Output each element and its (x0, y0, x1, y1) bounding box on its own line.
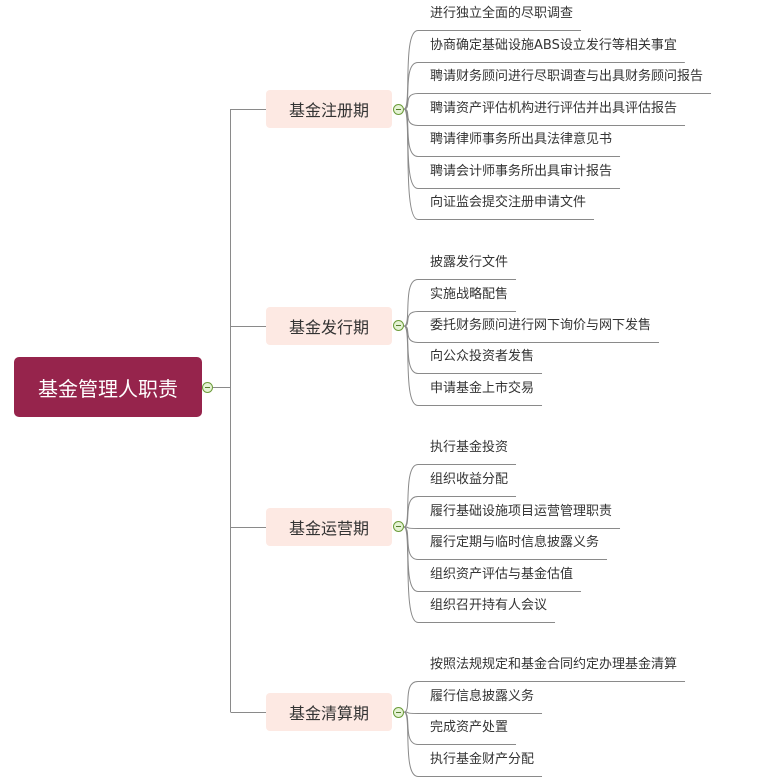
leaf-item[interactable]: 组织资产评估与基金估值 (430, 567, 574, 582)
leaf-connector (403, 325, 419, 374)
leaf-item[interactable]: 完成资产处置 (430, 720, 509, 735)
branch-label: 基金注册期 (288, 101, 369, 120)
leaf-item[interactable]: 聘请财务顾问进行尽职调查与出具财务顾问报告 (430, 69, 704, 84)
leaf-item[interactable]: 协商确定基础设施ABS设立发行等相关事宜 (430, 38, 677, 53)
leaf-connector (403, 62, 419, 110)
root-label: 基金管理人职责 (38, 376, 178, 401)
branch-node-issuance[interactable]: 基金发行期 (266, 307, 392, 345)
leaf-connector (403, 711, 419, 777)
leaf-connector (403, 93, 419, 110)
branch-node-liquidation[interactable]: 基金清算期 (266, 693, 392, 731)
branch-node-operation[interactable]: 基金运营期 (266, 508, 392, 546)
leaf-item[interactable]: 披露发行文件 (430, 255, 509, 270)
root-node[interactable]: 基金管理人职责 (14, 357, 202, 417)
leaf-item[interactable]: 实施战略配售 (430, 287, 509, 302)
leaf-connector (403, 279, 419, 327)
branch-collapse-icon[interactable] (393, 521, 404, 532)
leaf-item[interactable]: 进行独立全面的尽职调查 (430, 6, 574, 21)
leaf-item[interactable]: 向证监会提交注册申请文件 (430, 195, 587, 210)
branch-label: 基金运营期 (288, 519, 369, 538)
leaf-item[interactable]: 聘请会计师事务所出具审计报告 (430, 164, 613, 179)
leaf-item[interactable]: 组织收益分配 (430, 472, 509, 487)
leaf-item[interactable]: 按照法规规定和基金合同约定办理基金清算 (430, 657, 678, 672)
leaf-connector (403, 108, 419, 220)
branch-collapse-icon[interactable] (393, 320, 404, 331)
leaf-item[interactable]: 执行基金投资 (430, 440, 509, 455)
leaf-item[interactable]: 执行基金财产分配 (430, 752, 535, 767)
leaf-item[interactable]: 聘请律师事务所出具法律意见书 (430, 132, 613, 147)
branch-label: 基金清算期 (288, 704, 369, 723)
leaf-item[interactable]: 向公众投资者发售 (430, 349, 535, 364)
root-collapse-icon[interactable] (202, 382, 213, 393)
leaf-connector (403, 311, 419, 327)
branch-node-registration[interactable]: 基金注册期 (266, 90, 392, 128)
leaf-connector (403, 30, 419, 110)
leaf-item[interactable]: 申请基金上市交易 (430, 381, 535, 396)
leaf-connector (403, 526, 419, 623)
branch-label: 基金发行期 (288, 318, 369, 337)
leaf-item[interactable]: 组织召开持有人会议 (430, 598, 548, 613)
leaf-connector (403, 496, 419, 528)
leaf-item[interactable]: 履行信息披露义务 (430, 689, 535, 704)
leaf-connector (403, 325, 419, 406)
leaf-item[interactable]: 聘请资产评估机构进行评估并出具评估报告 (430, 101, 678, 116)
leaf-connector (403, 681, 419, 713)
leaf-connector (403, 108, 419, 189)
leaf-item[interactable]: 履行基础设施项目运营管理职责 (430, 504, 613, 519)
leaf-connector (403, 464, 419, 528)
leaf-item[interactable]: 委托财务顾问进行网下询价与网下发售 (430, 318, 652, 333)
leaf-item[interactable]: 履行定期与临时信息披露义务 (430, 535, 600, 550)
branch-collapse-icon[interactable] (393, 104, 404, 115)
branch-collapse-icon[interactable] (393, 707, 404, 718)
